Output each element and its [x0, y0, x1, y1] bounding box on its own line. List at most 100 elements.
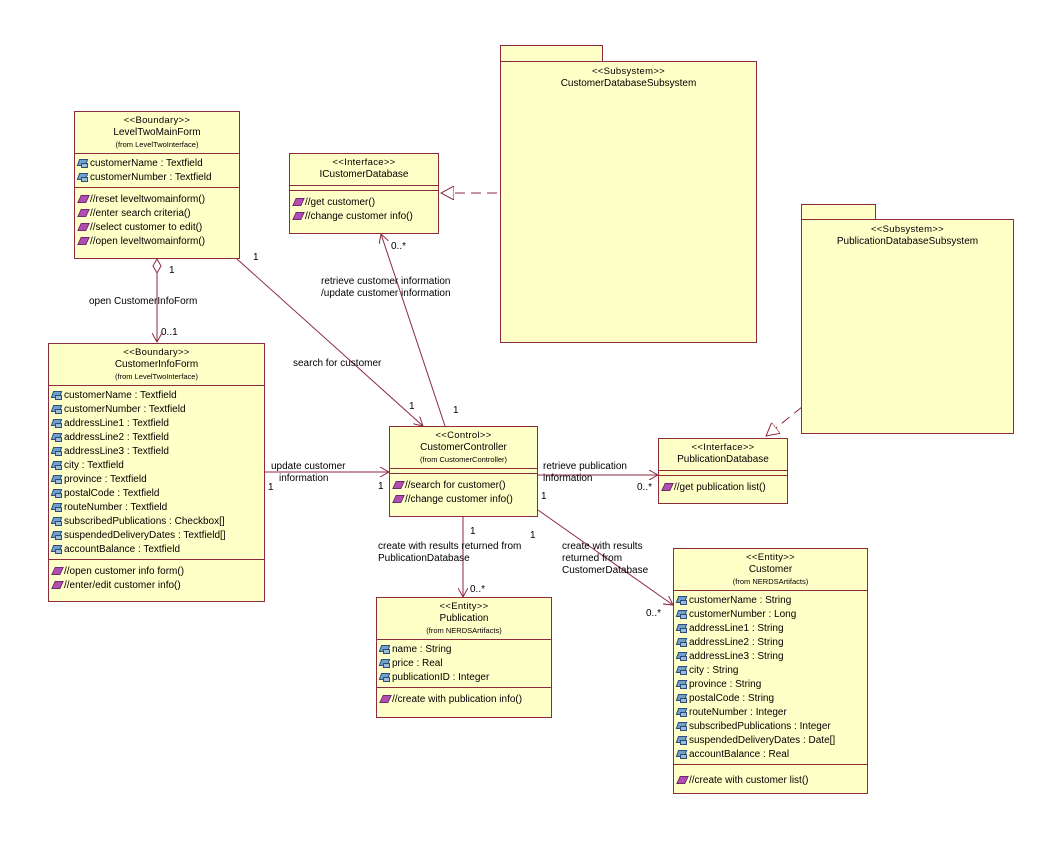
operation-icon — [676, 776, 689, 784]
multiplicity: 0..* — [391, 241, 407, 252]
attribute: customerNumber : Textfield — [50, 402, 262, 416]
attribute: routeNumber : Integer — [675, 705, 865, 719]
stereotype: <<Boundary>> — [123, 347, 190, 358]
class-publication-database: <<Interface>> PublicationDatabase //get … — [658, 438, 788, 504]
label-retrieve-publication-info: retrieve publication information — [543, 461, 627, 484]
attribute-icon — [378, 644, 391, 654]
attribute: customerNumber : Textfield — [76, 170, 237, 184]
attributes-compartment: customerName : Textfield customerNumber … — [49, 386, 264, 560]
attribute-icon — [675, 623, 688, 633]
multiplicity: 0..* — [470, 584, 486, 595]
operation: //change customer info() — [292, 209, 436, 223]
multiplicity: 1 — [470, 526, 476, 537]
package-stereotype: <<Subsystem>> — [870, 224, 945, 235]
operation-icon — [661, 483, 674, 491]
attribute-icon — [675, 693, 688, 703]
operation: //create with customer list() — [676, 773, 865, 787]
attribute-icon — [675, 679, 688, 689]
class-header: <<Control>> CustomerController (from Cus… — [390, 427, 537, 469]
attributes-compartment — [390, 469, 537, 474]
label-create-publication: create with results returned from Public… — [378, 541, 522, 564]
label-update-customer-info: update customer information — [271, 461, 346, 484]
attribute-icon — [50, 446, 63, 456]
operation-icon — [77, 209, 90, 217]
operation: //search for customer() — [392, 478, 535, 492]
package-customer-database-subsystem: <<Subsystem>> CustomerDatabaseSubsystem — [500, 61, 757, 343]
attribute: price : Real — [378, 656, 549, 670]
attribute-icon — [675, 721, 688, 731]
stereotype: <<Entity>> — [439, 601, 489, 612]
class-header: <<Entity>> Customer (from NERDSArtifacts… — [674, 549, 867, 591]
multiplicity: 1 — [409, 401, 415, 412]
attribute-icon — [76, 158, 89, 168]
package-tab-publication-db — [801, 204, 876, 219]
operation: //select customer to edit() — [77, 220, 237, 234]
attribute: suspendedDeliveryDates : Date[] — [675, 733, 865, 747]
package-name: PublicationDatabaseSubsystem — [836, 236, 979, 247]
attribute: name : String — [378, 642, 549, 656]
stereotype: <<Interface>> — [332, 157, 396, 168]
operations-compartment: //get publication list() — [659, 476, 787, 497]
attribute-icon — [675, 665, 688, 675]
attribute: customerName : String — [675, 593, 865, 607]
class-customer-info-form: <<Boundary>> CustomerInfoForm (from Leve… — [48, 343, 265, 602]
attribute: addressLine1 : Textfield — [50, 416, 262, 430]
assoc-main-to-controller — [236, 258, 423, 426]
class-name: Publication — [439, 613, 489, 624]
operations-compartment: //reset leveltwomainform() //enter searc… — [75, 188, 239, 251]
operations-compartment: //get customer() //change customer info(… — [290, 191, 438, 226]
attribute: addressLine2 : Textfield — [50, 430, 262, 444]
from-package: (from LevelTwoInterface) — [115, 372, 198, 381]
multiplicity: 1 — [378, 481, 384, 492]
attribute: suspendedDeliveryDates : Textfield[] — [50, 528, 262, 542]
class-header: <<Entity>> Publication (from NERDSArtifa… — [377, 598, 551, 640]
attribute: accountBalance : Textfield — [50, 542, 262, 556]
attribute-icon — [50, 432, 63, 442]
attribute-icon — [378, 658, 391, 668]
class-header: <<Interface>> PublicationDatabase — [659, 439, 787, 471]
attributes-compartment: customerName : String customerNumber : L… — [674, 591, 867, 765]
operations-compartment: //create with publication info() — [377, 688, 551, 709]
package-publication-database-subsystem: <<Subsystem>> PublicationDatabaseSubsyst… — [801, 219, 1014, 434]
operation: //enter/edit customer info() — [51, 578, 262, 592]
operation: //open customer info form() — [51, 564, 262, 578]
attribute-icon — [378, 672, 391, 682]
label-retrieve-customer-info: retrieve customer information /update cu… — [321, 276, 451, 299]
package-tab-customer-db — [500, 45, 603, 61]
attributes-compartment — [290, 186, 438, 191]
attribute-icon — [675, 707, 688, 717]
attributes-compartment: customerName : Textfield customerNumber … — [75, 154, 239, 188]
class-name: CustomerController — [420, 442, 507, 453]
operation-icon — [392, 495, 405, 503]
class-customer-controller: <<Control>> CustomerController (from Cus… — [389, 426, 538, 517]
operation-icon — [77, 223, 90, 231]
multiplicity: 0..* — [637, 482, 653, 493]
attribute: customerName : Textfield — [76, 156, 237, 170]
multiplicity: 1 — [453, 405, 459, 416]
attribute-icon — [675, 595, 688, 605]
class-level-two-main-form: <<Boundary>> LevelTwoMainForm (from Leve… — [74, 111, 240, 259]
operation-icon — [77, 195, 90, 203]
operation: //open leveltwomainform() — [77, 234, 237, 248]
from-package: (from CustomerController) — [419, 455, 508, 464]
stereotype: <<Entity>> — [746, 552, 795, 563]
attribute-icon — [50, 530, 63, 540]
attribute-icon — [50, 516, 63, 526]
from-package: (from NERDSArtifacts) — [426, 626, 502, 635]
attribute: postalCode : String — [675, 691, 865, 705]
operation: //change customer info() — [392, 492, 535, 506]
attribute-icon — [675, 749, 688, 759]
attribute-icon — [675, 609, 688, 619]
operation: //enter search criteria() — [77, 206, 237, 220]
operation-icon — [392, 481, 405, 489]
operation-icon — [379, 695, 392, 703]
attribute: city : String — [675, 663, 865, 677]
attribute-icon — [50, 488, 63, 498]
attribute-icon — [50, 474, 63, 484]
label-open-customer-info-form: open CustomerInfoForm — [89, 296, 198, 307]
attribute-icon — [50, 502, 63, 512]
class-name: Customer — [748, 564, 793, 575]
class-header: <<Boundary>> CustomerInfoForm (from Leve… — [49, 344, 264, 386]
attribute: addressLine3 : Textfield — [50, 444, 262, 458]
operation: //get customer() — [292, 195, 436, 209]
